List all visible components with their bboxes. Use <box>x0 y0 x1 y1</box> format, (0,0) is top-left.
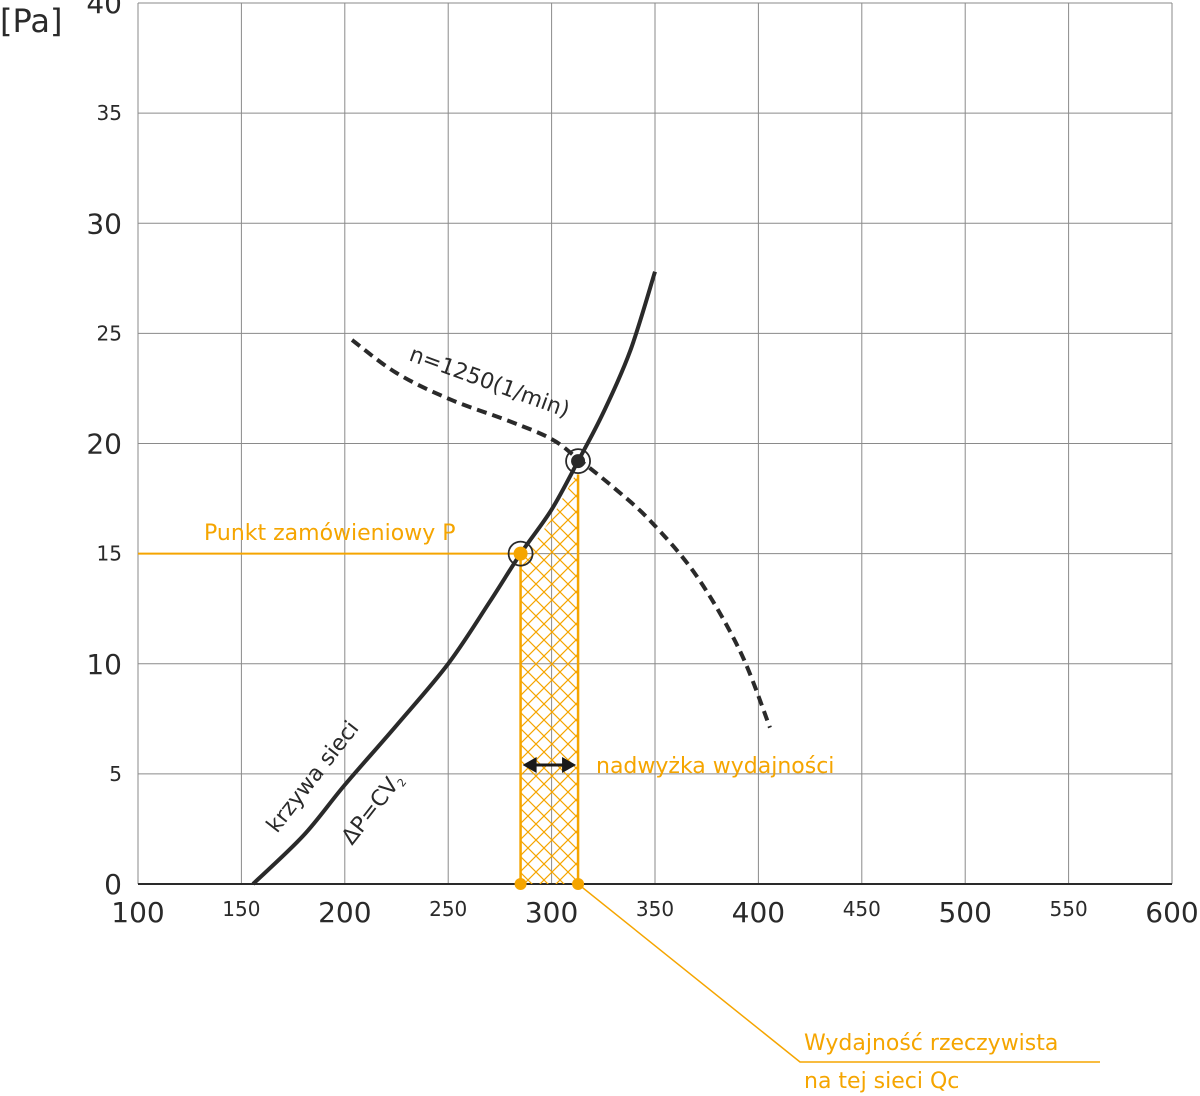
actual-flow-marker <box>572 878 585 890</box>
network-curve <box>251 271 657 886</box>
order-point-ring <box>507 540 534 567</box>
surplus-hatch-area <box>520 469 579 884</box>
actual-flow-label-1: Wydajność rzeczywista <box>804 1031 1058 1056</box>
operating-point-ring <box>565 448 591 475</box>
x-tick-label: 300 <box>525 896 578 929</box>
tick-labels: 100 150 200 250 300 350 400 450 500 550 600 0 5 10 15 2… <box>86 0 1198 929</box>
order-flow-marker <box>514 878 527 890</box>
y-tick-label: 35 <box>97 101 122 125</box>
x-tick-label: 250 <box>429 897 467 921</box>
y-tick-label: 5 <box>109 762 122 786</box>
x-tick-label: 200 <box>318 896 371 929</box>
x-tick-label: 550 <box>1050 897 1088 921</box>
x-tick-label: 100 <box>111 896 164 929</box>
marks <box>138 271 1100 1063</box>
actual-flow-label-2: na tej sieci Qc <box>804 1069 959 1094</box>
fan-curve-label: n=1250(1/min) <box>406 342 573 423</box>
arrow-right-icon <box>562 757 577 773</box>
surplus-label: nadwyżka wydajności <box>596 754 834 779</box>
arrow-left-icon <box>522 757 537 773</box>
order-point-marker <box>513 546 528 561</box>
x-tick-label: 350 <box>636 897 674 921</box>
x-tick-label: 500 <box>938 896 991 929</box>
order-point-label: Punkt zamówieniowy P <box>204 521 455 546</box>
x-tick-label: 600 <box>1145 896 1198 929</box>
grid <box>137 2 1173 885</box>
actual-flow-leader <box>577 883 1100 1063</box>
y-tick-label: 25 <box>97 321 122 345</box>
y-tick-label: 10 <box>86 648 122 681</box>
y-tick-label: 30 <box>86 207 122 240</box>
x-tick-label: 400 <box>732 896 785 929</box>
y-axis-label: [Pa] <box>0 2 62 40</box>
y-tick-label: 0 <box>104 868 122 901</box>
y-tick-label: 40 <box>86 0 122 20</box>
operating-point-marker <box>571 454 586 469</box>
y-tick-label: 15 <box>97 542 122 566</box>
x-tick-label: 150 <box>222 897 260 921</box>
y-tick-label: 20 <box>86 428 122 461</box>
x-tick-label: 450 <box>843 897 881 921</box>
